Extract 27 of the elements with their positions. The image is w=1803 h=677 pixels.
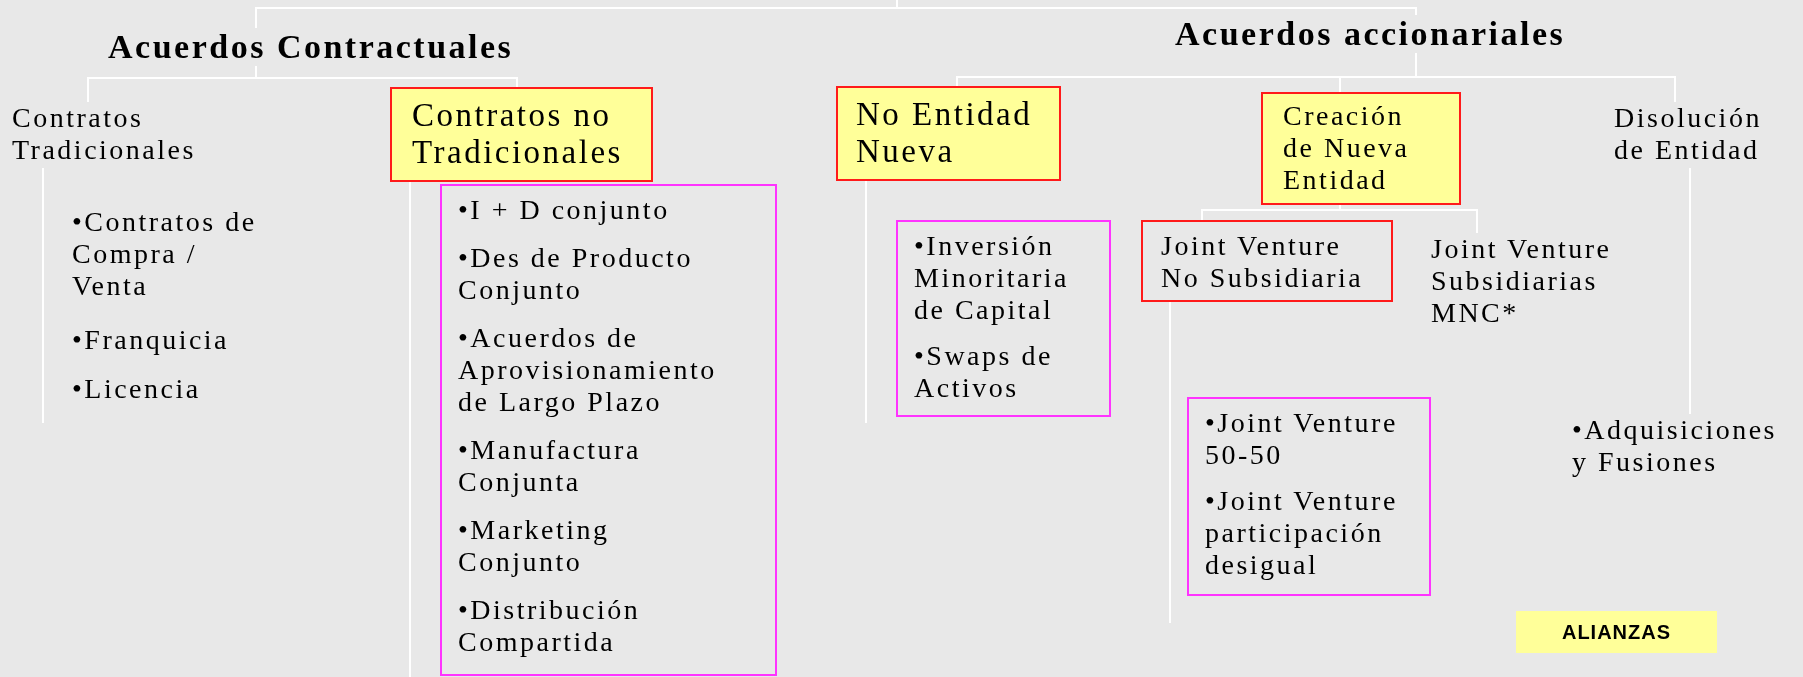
- category-box: Creación de Nueva Entidad: [1261, 92, 1461, 205]
- list-item: •Acuerdos de Aprovisionamiento de Largo Plazo: [458, 322, 718, 418]
- list-item: •Franquicia: [72, 324, 231, 356]
- list-item: •Swaps de Activos: [914, 340, 1054, 404]
- category-box: Contratos no Tradicionales: [390, 87, 653, 182]
- list-item: •Joint Venture participación desigual: [1205, 485, 1399, 581]
- category-heading: Acuerdos Contractuales: [108, 28, 548, 66]
- list-box: [896, 220, 1111, 417]
- category-label: •Adquisiciones y Fusiones: [1572, 414, 1802, 480]
- list-item: •Des de Producto Conjunto: [458, 242, 694, 306]
- list-item: •Contratos de Compra / Venta: [72, 206, 258, 302]
- list-item: •Distribución Compartida: [458, 594, 642, 658]
- list-item: •Marketing Conjunto: [458, 514, 611, 578]
- list-item: •Licencia: [72, 373, 202, 405]
- category-label: Contratos Tradicionales: [12, 102, 242, 168]
- category-box: Joint Venture No Subsidiaria: [1141, 220, 1393, 302]
- category-heading: Acuerdos accionariales: [1175, 15, 1595, 53]
- category-label: Disolución de Entidad: [1614, 102, 1799, 168]
- list-box: [1187, 397, 1431, 596]
- list-box: [440, 184, 777, 676]
- list-item: •Manufactura Conjunta: [458, 434, 642, 498]
- list-item: •I + D conjunto: [458, 194, 671, 226]
- list-item: •Joint Venture 50-50: [1205, 407, 1399, 471]
- category-label: Joint Venture Subsidiarias MNC*: [1431, 233, 1621, 363]
- category-box: No Entidad Nueva: [836, 86, 1061, 181]
- title-badge: ALIANZAS: [1516, 611, 1717, 653]
- list-item: •Inversión Minoritaria de Capital: [914, 230, 1071, 326]
